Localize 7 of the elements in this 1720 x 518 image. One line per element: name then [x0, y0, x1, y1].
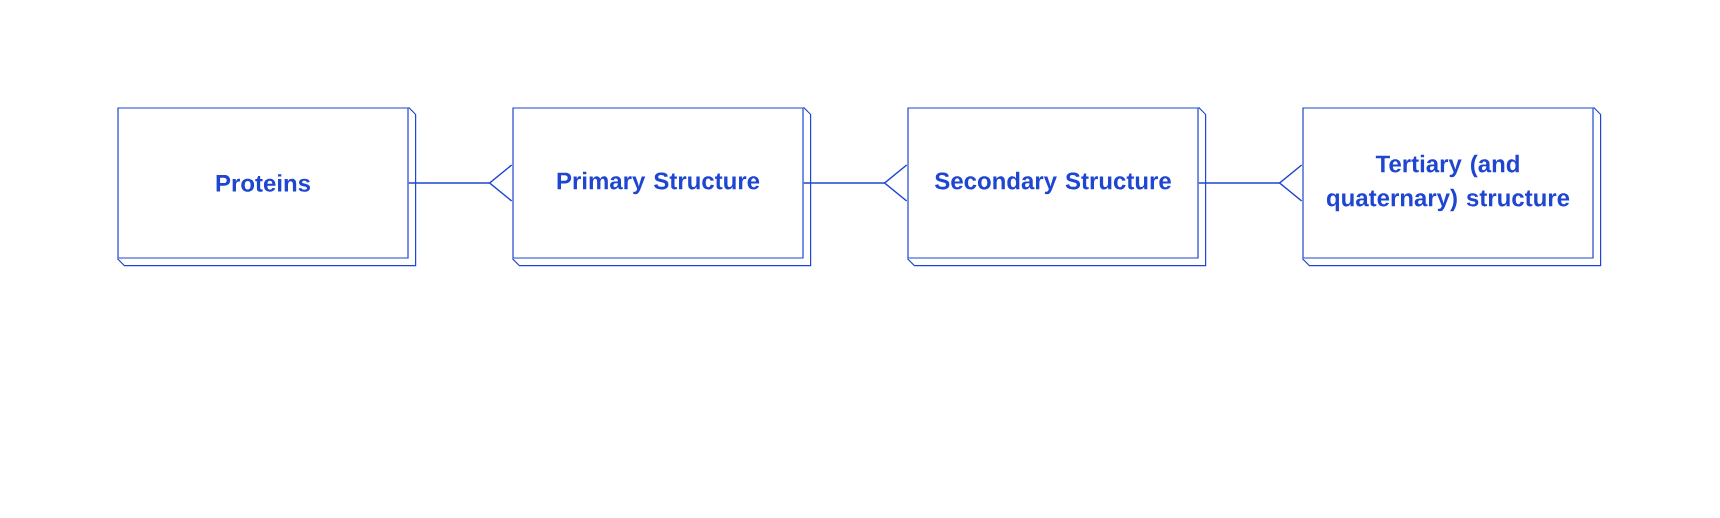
entity-box: Proteins [116, 106, 417, 267]
connector [802, 164, 908, 202]
entity-box: Secondary Structure [906, 106, 1207, 267]
entity-box: Primary Structure [511, 106, 812, 267]
connector [1197, 164, 1303, 202]
connector [407, 164, 513, 202]
entity-box: Tertiary (and quaternary) structure [1301, 106, 1602, 267]
